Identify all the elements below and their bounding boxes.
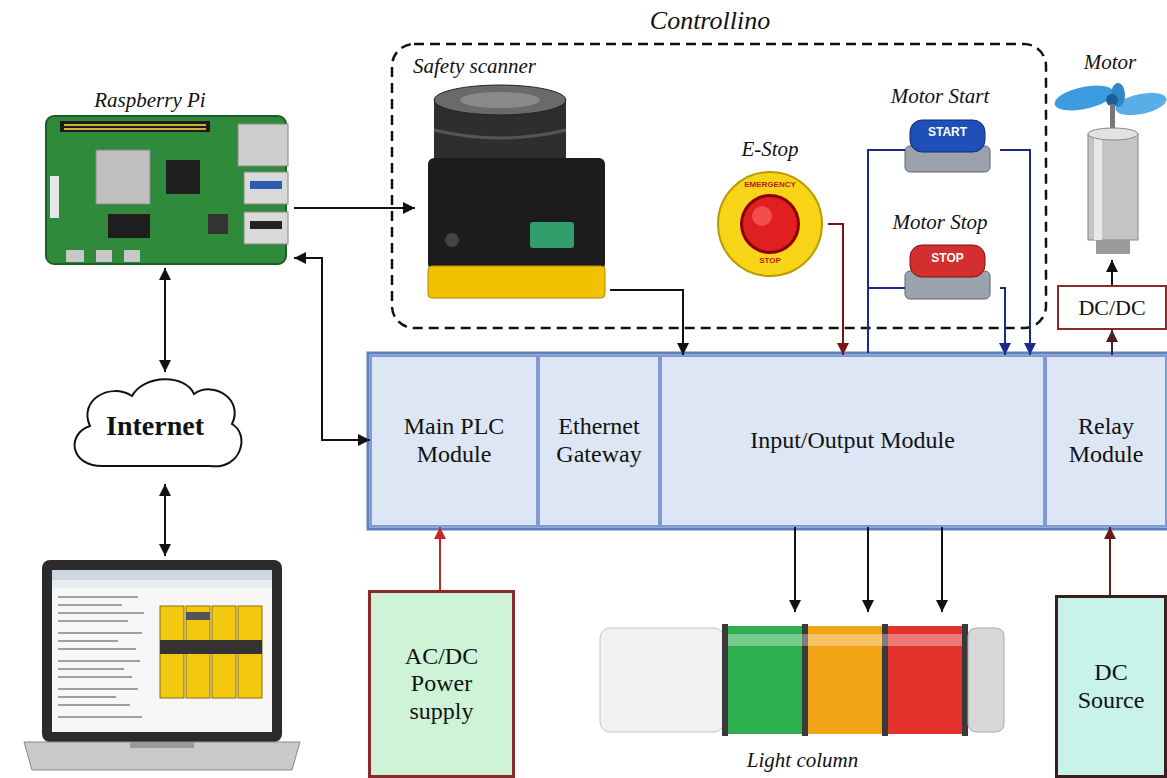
connector-arrow [1109, 527, 1111, 595]
dc-source-box: DC Source [1055, 595, 1167, 778]
power-supply-box: AC/DC Power supply [368, 590, 515, 778]
device-label: Motor Stop [880, 210, 1000, 234]
title-holder: Controllino [560, 6, 860, 36]
laptop-link [164, 484, 166, 556]
connector-arrow [941, 527, 943, 612]
plc-module: Ethernet Gateway [538, 355, 660, 527]
button-common-wire [868, 150, 905, 353]
safety-scanner-node: Safety scanner [415, 50, 610, 305]
stop-button-symbol [905, 245, 990, 299]
module-bar [368, 353, 1167, 529]
text-holder: Raspberry Pi [60, 88, 240, 112]
device-marking: STOP [910, 252, 985, 266]
device-label: Motor [1055, 50, 1165, 74]
converter-box: DC/DC [1057, 285, 1167, 330]
text-holder: E-Stop [712, 137, 828, 161]
connector-arrow [294, 258, 370, 440]
box-label: Relay Module [1055, 413, 1157, 468]
device-label: Motor Start [880, 84, 1000, 108]
device-label: Safety scanner [413, 54, 583, 78]
device-label: Raspberry Pi [60, 88, 240, 112]
emergency-stop-symbol [718, 172, 822, 276]
light-column-node: Light column [595, 612, 1010, 776]
connector-arrow [867, 527, 869, 612]
raspberry-pi-board [46, 116, 288, 264]
box-label: Input/Output Module [750, 427, 955, 455]
device-label: E-Stop [712, 137, 828, 161]
diagram-title: Controllino [560, 6, 860, 36]
connector-arrow [439, 527, 441, 590]
text-holder: Motor Start [880, 84, 1000, 108]
connector-arrow [164, 268, 166, 372]
text-holder: START [910, 126, 985, 140]
box-label: DC Source [1066, 659, 1156, 714]
device-marking: EMERGENCY [728, 180, 812, 189]
device-marking: STOP [738, 256, 802, 265]
box-label: DC/DC [1078, 295, 1145, 320]
cloud-outline [75, 379, 242, 466]
connector-arrow [1111, 260, 1113, 285]
text-holder: Motor [1055, 50, 1165, 74]
stop-button-node: Motor StopSTOP [880, 208, 1000, 302]
safety-scanner [428, 85, 605, 298]
dashed-group-outline [392, 44, 1046, 328]
plc-module: Relay Module [1045, 355, 1167, 527]
connector-arrow [794, 527, 796, 612]
light-column-symbol [600, 624, 1004, 736]
emergency-stop-node: E-StopEMERGENCY STOP [712, 135, 828, 277]
text-holder: EMERGENCY [728, 180, 812, 189]
motor-node: Motor [1055, 48, 1165, 260]
connector-arrow [294, 207, 415, 209]
cloud-label: Internet [106, 410, 204, 442]
text-holder: Safety scanner [413, 54, 583, 78]
plc-module: Main PLC Module [370, 355, 538, 527]
box-label: Ethernet Gateway [548, 413, 650, 468]
internet-cloud: Internet [62, 372, 248, 480]
box-label: AC/DC Power supply [389, 643, 494, 726]
device-label: Light column [595, 748, 1010, 772]
connector-arrow [610, 290, 683, 355]
laptop [24, 560, 300, 770]
button-common-wire [868, 287, 905, 289]
connector-arrow [1000, 150, 1030, 355]
motor-symbol [1052, 81, 1167, 254]
text-holder: Motor Stop [880, 210, 1000, 234]
start-button-symbol [905, 120, 990, 172]
start-button-node: Motor StartSTART [880, 82, 1000, 172]
device-marking: START [910, 126, 985, 140]
box-label: Main PLC Module [380, 413, 528, 468]
text-holder: STOP [910, 252, 985, 266]
connector-arrow [828, 224, 843, 355]
raspberry-pi-node: Raspberry Pi [38, 84, 294, 268]
connector-arrow [1111, 330, 1113, 355]
connector-arrow [1000, 288, 1005, 355]
plc-module: Input/Output Module [660, 355, 1045, 527]
text-holder: Light column [595, 748, 1010, 772]
text-holder: STOP [738, 256, 802, 265]
